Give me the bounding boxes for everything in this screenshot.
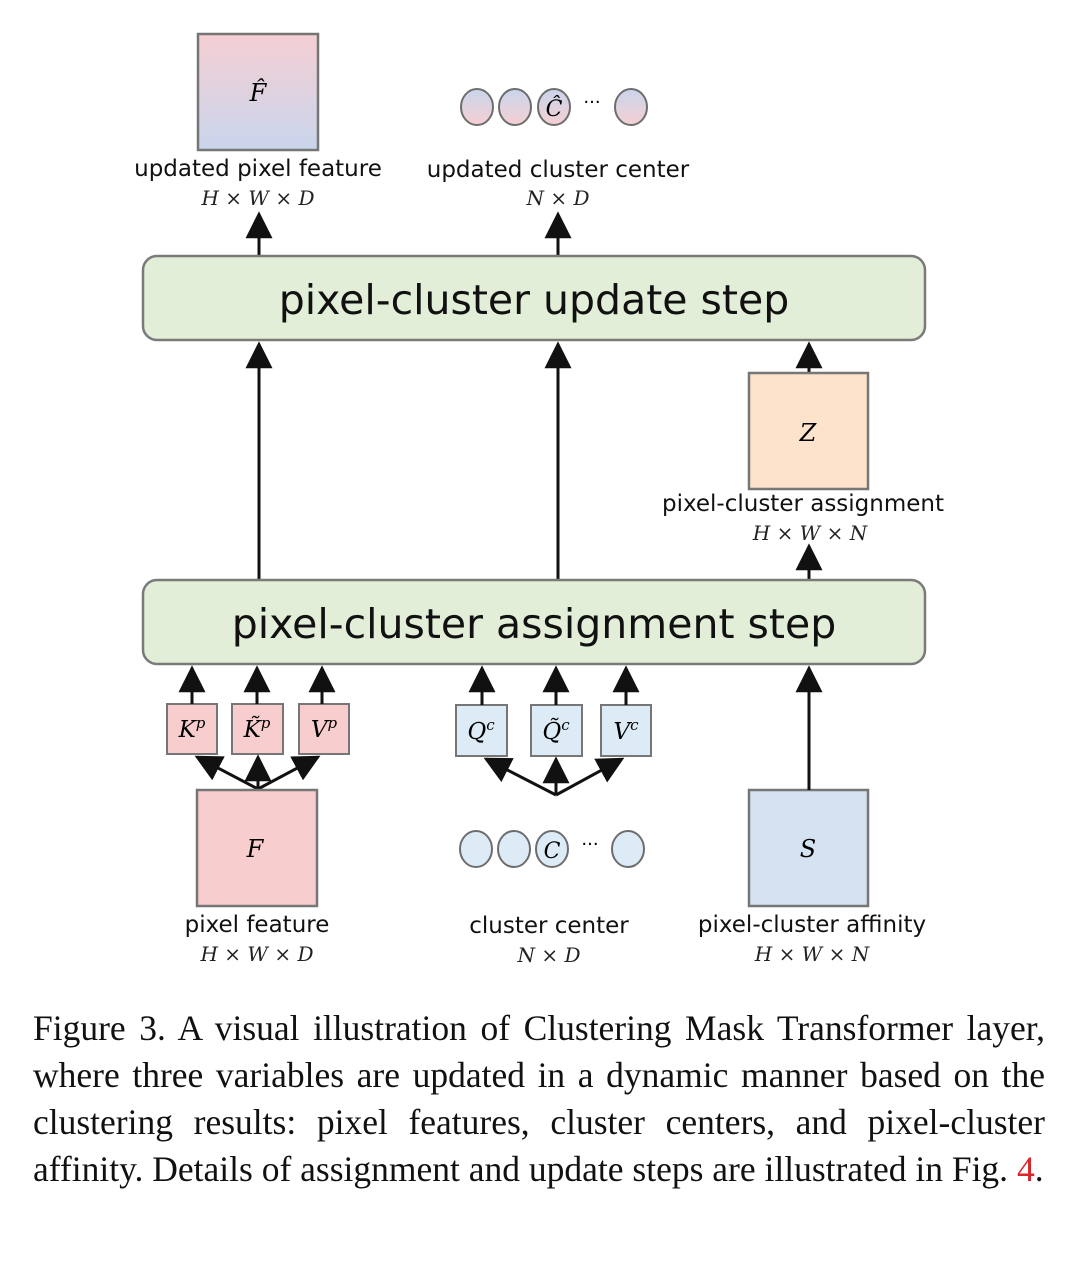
affinity-symbol: S bbox=[800, 835, 816, 863]
pixel-feature: F pixel feature H × W × D bbox=[185, 788, 330, 966]
cluster-circle bbox=[611, 830, 645, 868]
projection-vp: Vp bbox=[311, 714, 338, 743]
cluster-center-label: cluster center bbox=[469, 913, 629, 939]
updated-pixel-feature-label: updated pixel feature bbox=[134, 156, 382, 182]
assignment-step-box bbox=[141, 578, 927, 666]
projection-box-qtilde-c bbox=[530, 704, 583, 757]
updated-pixel-feature-dims: H × W × D bbox=[201, 186, 315, 210]
updated-cluster-center: Ĉ ··· updated cluster center N × D bbox=[427, 88, 690, 210]
affinity-dims: H × W × N bbox=[754, 942, 871, 966]
pixel-feature-box bbox=[195, 788, 319, 908]
projection-box-vc bbox=[600, 704, 652, 757]
cluster-projections: Qc Q̃c Vc bbox=[455, 665, 652, 797]
affinity-label: pixel-cluster affinity bbox=[698, 912, 926, 938]
arrow-c-to-vc bbox=[555, 757, 625, 797]
figure-caption: Figure 3. A visual illustration of Clust… bbox=[33, 1005, 1045, 1193]
caption-end: . bbox=[1034, 1149, 1044, 1189]
cluster-circle bbox=[614, 88, 648, 126]
cluster-center: C ··· cluster center N × D bbox=[459, 830, 645, 967]
caption-text: Figure 3. A visual illustration of Clust… bbox=[33, 1008, 1045, 1189]
pixel-feature-dims: H × W × D bbox=[200, 942, 314, 966]
cluster-circle bbox=[497, 830, 531, 868]
projection-box-vp bbox=[298, 703, 350, 755]
pixel-feature-label: pixel feature bbox=[185, 912, 330, 938]
arrow-c-to-qc bbox=[483, 757, 557, 797]
updated-cluster-center-label: updated cluster center bbox=[427, 157, 690, 183]
clustering-mask-transformer-diagram: F̂ updated pixel feature H × W × D Ĉ ···… bbox=[134, 32, 944, 967]
cluster-center-dims: N × D bbox=[516, 943, 580, 967]
projection-kp: Kp bbox=[178, 714, 206, 743]
arrow-f-to-kp bbox=[194, 755, 259, 791]
cluster-circle-labeled bbox=[535, 830, 569, 868]
cluster-circle bbox=[459, 830, 493, 868]
update-step-label: pixel-cluster update step bbox=[279, 276, 789, 324]
projection-qc: Qc bbox=[467, 716, 495, 745]
figure-reference-link[interactable]: 4 bbox=[1016, 1149, 1035, 1189]
pixel-cluster-affinity: S pixel-cluster affinity H × W × N bbox=[698, 788, 926, 966]
assignment-step-label: pixel-cluster assignment step bbox=[232, 600, 837, 648]
pixel-feature-symbol: F bbox=[246, 835, 265, 863]
updated-pixel-feature: F̂ updated pixel feature H × W × D bbox=[134, 32, 382, 210]
updated-cluster-symbol: Ĉ bbox=[546, 95, 563, 122]
cluster-circle-labeled bbox=[537, 88, 571, 126]
assignment-box bbox=[747, 371, 870, 491]
projection-qtilde-c: Q̃c bbox=[542, 716, 570, 745]
projection-vc: Vc bbox=[613, 716, 639, 745]
cluster-symbol: C bbox=[544, 839, 561, 864]
pixel-projections: Kp K̃p Vp bbox=[166, 665, 350, 791]
arrow-f-to-vp bbox=[257, 755, 321, 791]
cluster-circle bbox=[460, 88, 494, 126]
projection-ktilde-p: K̃p bbox=[243, 714, 271, 743]
ellipsis: ··· bbox=[583, 92, 600, 113]
assignment-step: pixel-cluster assignment step bbox=[141, 578, 927, 666]
updated-cluster-center-dims: N × D bbox=[525, 186, 589, 210]
projection-box-ktilde-p bbox=[231, 703, 284, 755]
update-step: pixel-cluster update step bbox=[141, 254, 927, 342]
pixel-cluster-assignment: Z pixel-cluster assignment H × W × N bbox=[662, 371, 944, 545]
assignment-dims: H × W × N bbox=[752, 521, 869, 545]
updated-pixel-feature-symbol: F̂ bbox=[249, 79, 268, 107]
affinity-box bbox=[747, 788, 870, 908]
assignment-symbol: Z bbox=[799, 419, 818, 447]
updated-pixel-feature-box bbox=[196, 32, 320, 152]
cluster-circle bbox=[498, 88, 532, 126]
ellipsis: ··· bbox=[581, 834, 598, 855]
projection-box-kp bbox=[166, 703, 218, 755]
assignment-label: pixel-cluster assignment bbox=[662, 491, 944, 517]
update-step-box bbox=[141, 254, 927, 342]
